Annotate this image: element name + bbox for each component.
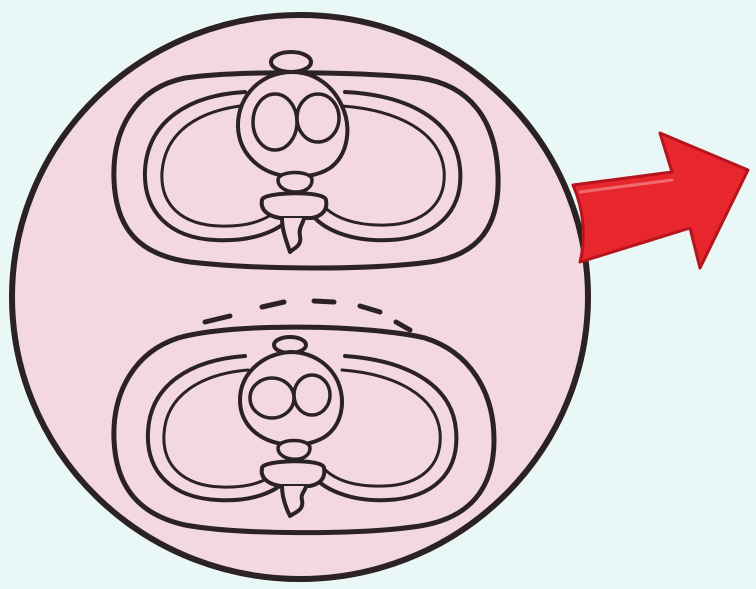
upper-sternum (271, 52, 311, 72)
lower-vertebra-body (262, 461, 325, 486)
upper-esophagus (278, 173, 312, 193)
upper-vertebra-body (262, 193, 327, 218)
lower-esophagus (278, 441, 310, 460)
lower-heart (240, 352, 342, 445)
dash-3 (314, 301, 334, 302)
